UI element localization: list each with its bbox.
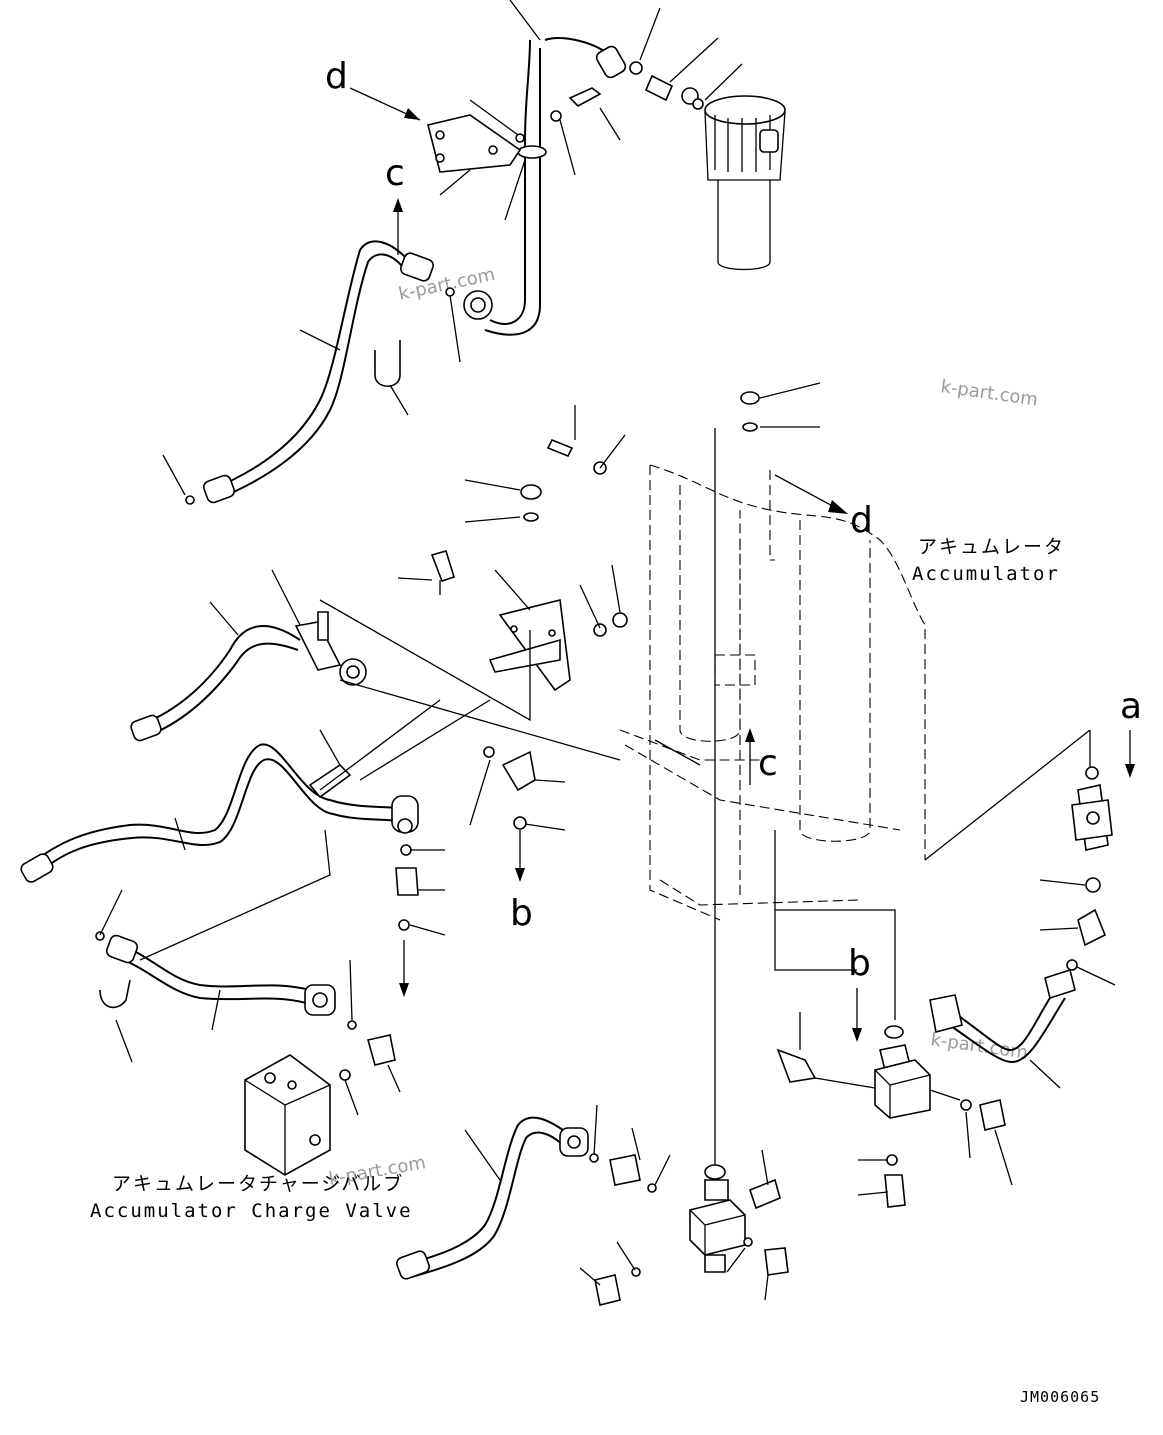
accumulator-label-en: Accumulator [912,563,1060,585]
charge-valve-label-jp: アキュムレータチャージバルブ [112,1172,404,1195]
top-hose-assembly [463,37,704,336]
accumulator-charge-valve [244,1034,396,1176]
callout-c-top-group: c [385,153,405,255]
right-manifold-b: b [774,830,1006,1208]
accumulator-outline [619,464,926,921]
callout-a-right-group: a [924,686,1142,861]
callout-b-left-group: b [510,830,533,934]
accumulator-label: アキュムレータ Accumulator [912,536,1065,585]
mid-bracket [397,479,628,692]
left-pipe-upper [130,611,367,742]
bracket-d [427,114,522,173]
callout-c-top: c [385,153,405,194]
charge-valve-label: アキュムレータチャージバルブ Accumulator Charge Valve [90,1172,413,1222]
left-pipe-middle [20,743,419,883]
callout-b-right: b [848,943,871,984]
callout-b-left: b [510,893,533,934]
callout-a-right: a [1120,686,1142,727]
callout-a-left-group [399,940,409,997]
centre-fittings [395,746,566,936]
accumulator-fasteners [546,382,821,1165]
bottom-manifold [594,1164,789,1306]
callout-c-mid-group: c [745,728,778,785]
right-valve-a [1039,730,1116,986]
drawing-code: JM006065 [1020,1388,1100,1406]
left-pipe-lower [95,931,357,1030]
right-hose [929,968,1076,1089]
accumulator-label-jp: アキュムレータ [918,536,1065,558]
callout-d-top-group: d [325,56,421,121]
callout-d-right-group: d [774,474,873,541]
leader-lines [99,0,1013,1301]
callout-d-right: d [850,500,873,541]
callout-d-top: d [325,56,348,97]
watermark-2: k-part.com [939,376,1039,410]
bottom-pipe [396,1116,657,1280]
filter-assembly [704,95,786,271]
callout-c-mid: c [758,743,778,784]
top-left-pipe [185,240,455,505]
charge-valve-label-en: Accumulator Charge Valve [90,1200,413,1222]
